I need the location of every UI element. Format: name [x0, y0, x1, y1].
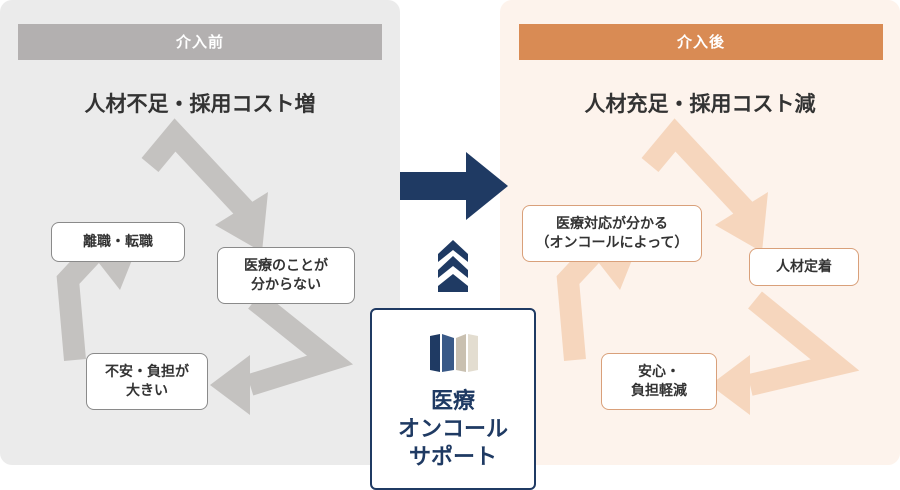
before-panel: 介入前 人材不足・採用コスト増 離職・転職 医療のことが 分からない 不安・負担…: [0, 0, 400, 465]
after-item-medical-understanding: 医療対応が分かる （オンコールによって）: [522, 205, 702, 262]
double-chevron-up-icon: [438, 240, 468, 292]
after-label: 介入後: [519, 24, 883, 60]
right-arrow-icon: [400, 152, 508, 220]
after-item-retention: 人材定着: [749, 248, 859, 286]
after-panel: 介入後 人材充足・採用コスト減 医療対応が分かる （オンコールによって） 人材定…: [500, 0, 900, 465]
logo-icon: [430, 334, 478, 372]
support-title: 医療 オンコール サポート: [397, 389, 508, 470]
before-title: 人材不足・採用コスト増: [84, 92, 316, 116]
before-label: 介入前: [18, 24, 382, 60]
before-item-no-medical-knowledge: 医療のことが 分からない: [217, 247, 355, 304]
after-item-relief: 安心・ 負担軽減: [601, 353, 717, 410]
after-title: 人材充足・採用コスト減: [584, 92, 816, 116]
before-item-turnover: 離職・転職: [51, 222, 185, 262]
medical-oncall-support-box: 医療 オンコール サポート: [370, 308, 536, 490]
before-item-anxiety-burden: 不安・負担が 大きい: [86, 353, 208, 410]
